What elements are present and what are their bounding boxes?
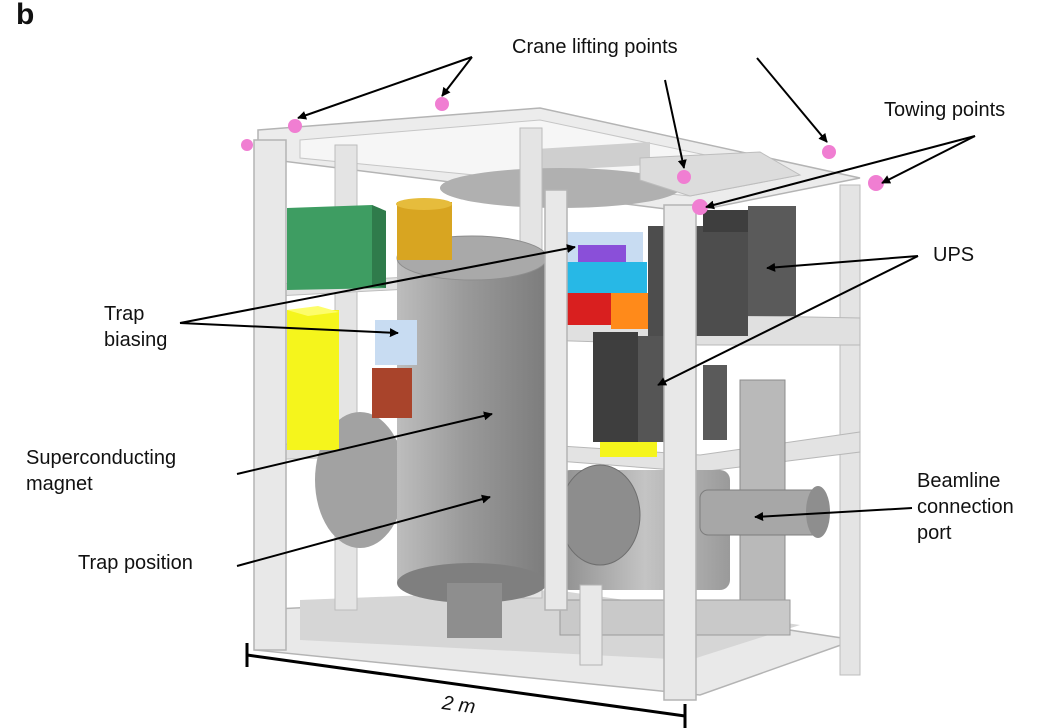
label-beamline-connection-port: Beamline connection port <box>917 470 1014 544</box>
scale-bar <box>245 643 687 728</box>
label-trap-position: Trap position <box>78 552 193 574</box>
label-crane-lifting-points: Crane lifting points <box>512 36 678 58</box>
annotation-arrows <box>179 56 976 567</box>
arrow-ups-2 <box>657 255 919 386</box>
arrow-magnet <box>236 411 493 475</box>
label-ups: UPS <box>933 244 975 266</box>
arrow-crane-3 <box>664 79 687 169</box>
arrow-towing-2 <box>881 135 976 184</box>
arrow-crane-4 <box>756 57 828 143</box>
arrow-ups-1 <box>766 255 919 272</box>
superconducting-magnet <box>396 235 548 638</box>
arrow-beamline <box>754 507 913 522</box>
arrow-crane-1 <box>297 56 473 120</box>
frame-front-posts <box>253 139 697 701</box>
panel-letter: b <box>16 0 35 31</box>
label-superconducting-magnet: Superconducting magnet <box>26 447 177 495</box>
label-scale: 2 m <box>440 691 477 719</box>
arrow-towing-1 <box>705 135 976 210</box>
frame-top <box>257 107 861 213</box>
label-towing-points: Towing points <box>884 99 1006 121</box>
arrow-crane-2 <box>441 56 473 97</box>
arrow-trap-position <box>236 494 491 567</box>
arrow-trap-biasing-2 <box>179 322 399 338</box>
arrow-trap-biasing-1 <box>179 244 576 324</box>
lifting-points <box>241 97 884 215</box>
label-trap-biasing: Trap biasing <box>104 303 168 351</box>
